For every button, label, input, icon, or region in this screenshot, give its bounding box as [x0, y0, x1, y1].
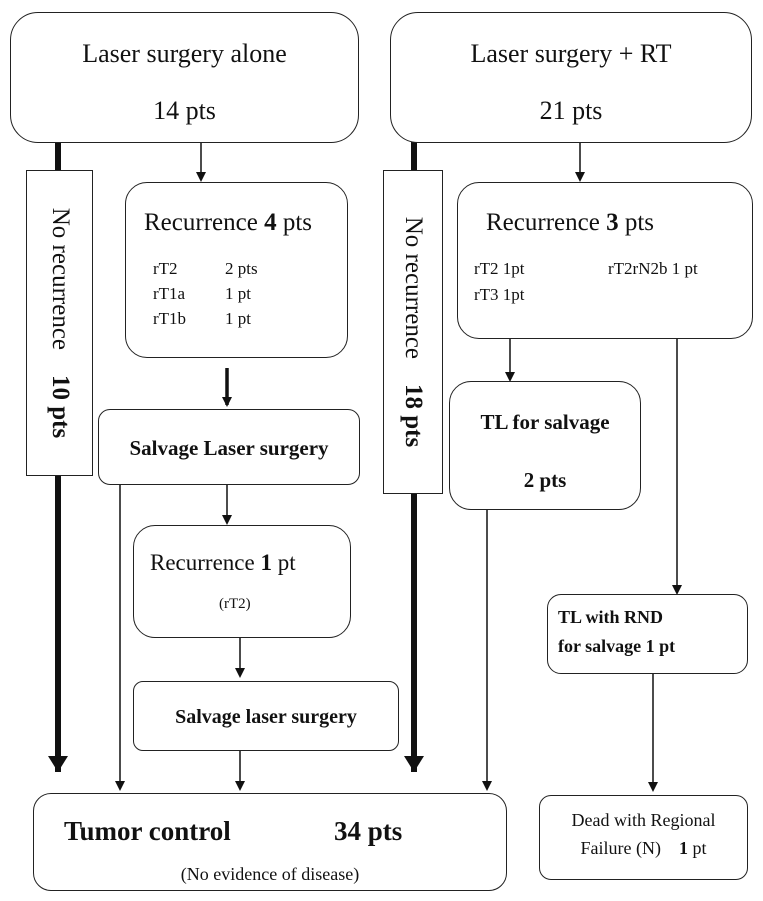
box-label: TL for salvage	[480, 410, 610, 434]
box-dead-regional-failure: Dead with Regional Failure (N) 1 pt	[539, 795, 748, 880]
box-laser-surgery-alone: Laser surgery alone 14 pts	[10, 12, 359, 143]
box-recurrence-left: Recurrence 4 pts rT2 2 pts rT1a 1 pt rT1…	[125, 182, 348, 358]
recurrence-heading: Recurrence 4 pts	[144, 209, 312, 236]
box-line2: Failure (N) 1 pt	[580, 838, 707, 858]
box-no-recurrence-right: No recurrence 18 pts	[383, 170, 443, 494]
recurrence-item: rT2rN2b 1 pt	[608, 259, 698, 278]
no-recurrence-label: No recurrence	[400, 216, 427, 360]
box-tl-salvage: TL for salvage 2 pts	[449, 381, 641, 510]
box-salvage-laser-2: Salvage laser surgery	[133, 681, 399, 751]
box-laser-surgery-rt: Laser surgery + RT 21 pts	[390, 12, 752, 143]
tumor-control-sub: (No evidence of disease)	[180, 864, 360, 884]
stage-count: 2 pts	[225, 259, 258, 278]
no-recurrence-label: No recurrence	[46, 207, 74, 351]
box-label: Salvage Laser surgery	[129, 436, 329, 460]
recurrence-heading: Recurrence 3 pts	[486, 209, 654, 236]
stage-count: 1 pt	[225, 309, 251, 328]
box-count: 2 pts	[523, 468, 567, 492]
box-label: Salvage laser surgery	[175, 706, 357, 728]
box-line2: for salvage 1 pt	[558, 636, 676, 656]
recurrence-item: rT3 1pt	[474, 285, 525, 304]
box-recurrence-mid: Recurrence 1 pt (rT2)	[133, 525, 351, 638]
box-salvage-laser-1: Salvage Laser surgery	[98, 409, 360, 485]
tumor-control-count: 34 pts	[334, 816, 403, 846]
box-line1: TL with RND	[558, 607, 664, 627]
recurrence-heading: Recurrence 1 pt	[150, 550, 296, 575]
box-count: 14 pts	[153, 96, 216, 125]
stage-count: 1 pt	[225, 284, 251, 303]
box-no-recurrence-left: No recurrence 10 pts	[26, 170, 93, 476]
box-tl-rnd: TL with RND for salvage 1 pt	[547, 594, 748, 674]
tumor-control-label: Tumor control	[64, 816, 231, 846]
recurrence-item: rT2 1pt	[474, 259, 525, 278]
box-title: Laser surgery alone	[82, 39, 287, 68]
no-recurrence-count: 10 pts	[46, 375, 74, 439]
stage-row: rT1a	[153, 284, 186, 303]
stage-row: rT2	[153, 259, 178, 278]
recurrence-sub: (rT2)	[219, 596, 251, 612]
box-tumor-control: Tumor control 34 pts (No evidence of dis…	[33, 793, 507, 891]
box-line1: Dead with Regional	[571, 810, 716, 830]
box-count: 21 pts	[539, 96, 603, 125]
box-recurrence-right: Recurrence 3 pts rT2 1pt rT3 1pt rT2rN2b…	[457, 182, 753, 339]
box-title: Laser surgery + RT	[470, 39, 672, 68]
stage-row: rT1b	[153, 309, 187, 328]
no-recurrence-count: 18 pts	[400, 384, 427, 448]
